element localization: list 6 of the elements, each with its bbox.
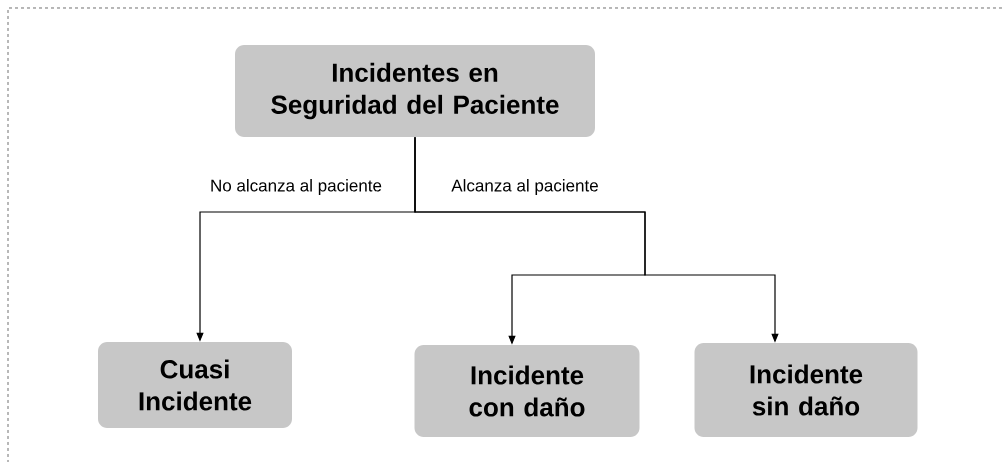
root-box: Incidentes en Seguridad del Paciente bbox=[235, 45, 595, 137]
edge-label: Alcanza al paciente bbox=[450, 178, 600, 196]
category-box: Cuasi Incidente bbox=[98, 342, 292, 428]
category-box: Incidente con daño bbox=[414, 345, 640, 437]
edge-label: No alcanza al paciente bbox=[209, 178, 383, 196]
category-box: Incidente sin daño bbox=[694, 343, 918, 437]
